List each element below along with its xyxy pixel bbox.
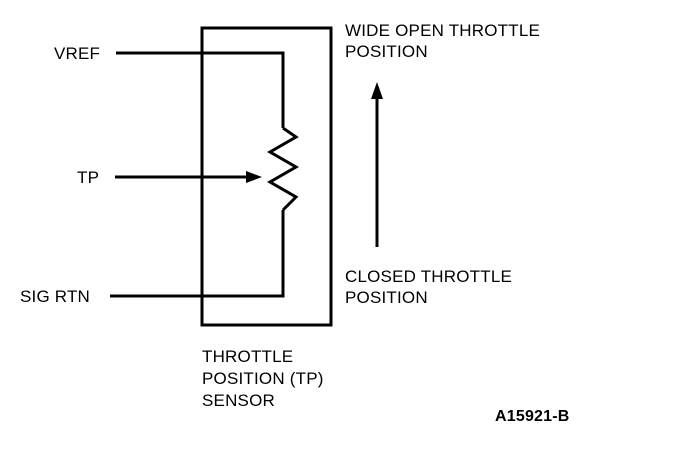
sensor-caption-line3: SENSOR	[202, 391, 275, 410]
closed-label-line2: POSITION	[345, 288, 428, 307]
sensor-caption-line1: THROTTLE	[202, 347, 293, 366]
sensor-caption-line2: POSITION (TP)	[202, 369, 324, 388]
wide-open-label-line1: WIDE OPEN THROTTLE	[345, 21, 540, 40]
pin-label-tp: TP	[77, 168, 99, 187]
pin-label-sig-rtn: SIG RTN	[20, 287, 90, 306]
vref-wire	[116, 51, 285, 128]
wide-open-label-line2: POSITION	[345, 42, 428, 61]
figure-reference: A15921-B	[495, 408, 570, 425]
pin-label-vref: VREF	[54, 44, 100, 63]
throttle-direction-arrowhead	[371, 82, 383, 99]
resistor-zigzag	[266, 126, 300, 212]
sig-rtn-wire	[110, 210, 285, 298]
closed-label-line1: CLOSED THROTTLE	[345, 267, 512, 286]
tp-wiper-arrowhead	[246, 171, 262, 183]
